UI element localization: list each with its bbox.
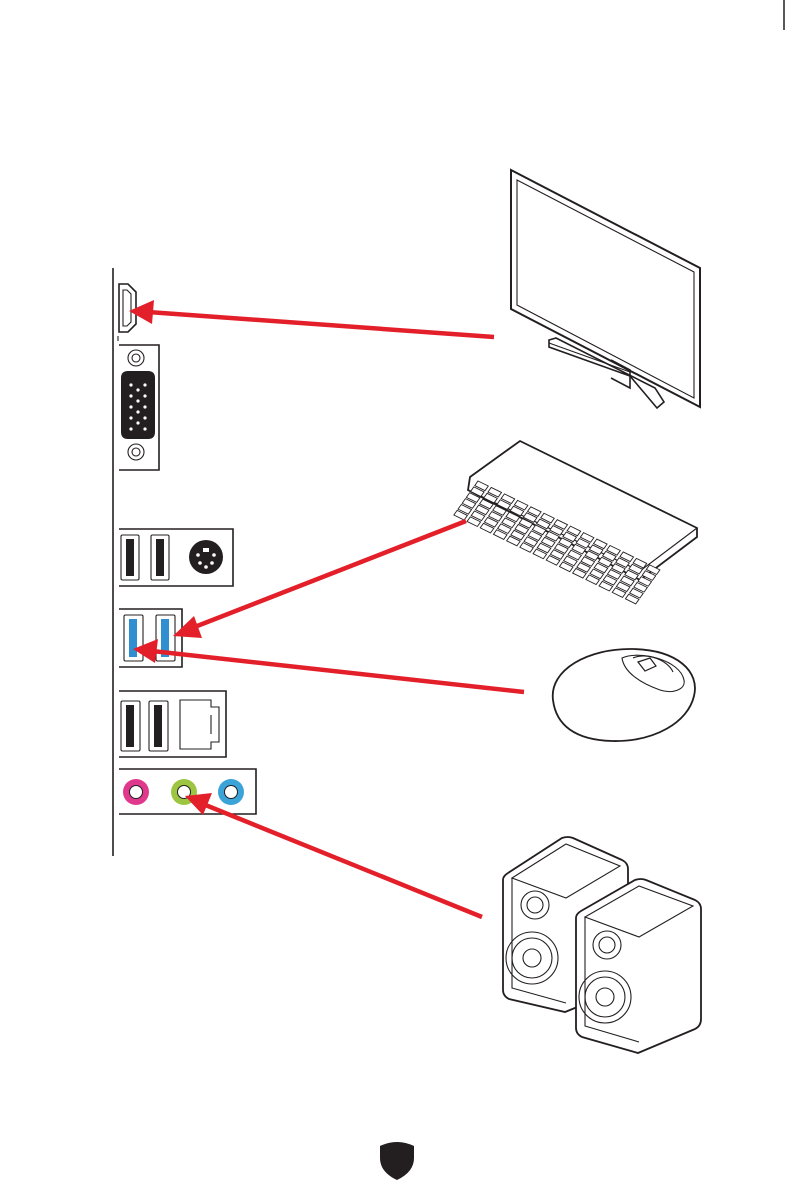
rear-io-panel xyxy=(113,268,256,856)
lan-port xyxy=(180,700,219,749)
keyboard-icon xyxy=(454,441,697,604)
ps2-port xyxy=(189,540,223,574)
usb-2-lan-block xyxy=(119,691,226,757)
monitor-icon xyxy=(511,170,700,408)
speakers-icon xyxy=(503,837,701,1053)
arrow-monitor-to-hdmi xyxy=(129,300,494,337)
arrow-speakers-to-line-out xyxy=(185,793,482,917)
usb-2-ps2-block xyxy=(119,529,233,586)
arrow-keyboard-to-usb3 xyxy=(173,521,466,638)
audio-jacks xyxy=(119,769,256,814)
shield-logo-icon xyxy=(380,1142,414,1180)
mouse-icon xyxy=(553,649,695,741)
arrow-mouse-to-usb3 xyxy=(133,639,524,692)
vga-port xyxy=(119,345,159,470)
